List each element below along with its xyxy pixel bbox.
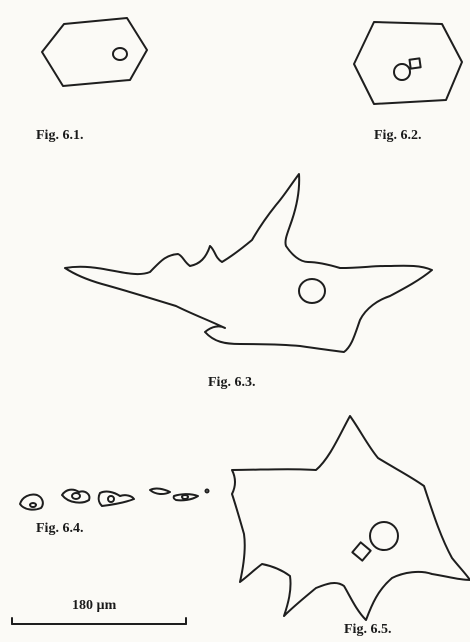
fig-6-1-nucleus xyxy=(113,48,127,60)
fig-6-3-outline xyxy=(65,174,432,352)
fig-6-4-nucleus-3 xyxy=(108,496,114,502)
fig-6-5-cell xyxy=(232,416,470,620)
fig-6-4-cell-3 xyxy=(99,492,134,506)
scale-bar-label: 180 µm xyxy=(72,598,116,614)
fig-6-2-hexagon xyxy=(354,22,462,104)
fig-6-4-cell-4 xyxy=(150,489,170,495)
fig-6-2-cell xyxy=(354,22,462,104)
fig-6-1-cell xyxy=(42,18,147,86)
fig-6-4-caption: Fig. 6.4. xyxy=(36,521,83,537)
fig-6-4-cells xyxy=(20,489,209,510)
fig-6-2-nucleus xyxy=(394,64,410,80)
scale-bar xyxy=(12,618,186,624)
fig-6-5-outline xyxy=(232,416,470,620)
fig-6-2-square xyxy=(409,58,420,68)
fig-6-4-nucleus-2 xyxy=(72,493,80,499)
fig-6-4-nucleus-1 xyxy=(30,503,36,507)
fig-6-2-caption: Fig. 6.2. xyxy=(374,128,421,144)
fig-6-3-caption: Fig. 6.3. xyxy=(208,375,255,391)
fig-6-1-caption: Fig. 6.1. xyxy=(36,128,83,144)
fig-6-4-cell-2 xyxy=(62,490,89,503)
fig-6-4-dot xyxy=(206,490,209,493)
fig-6-3-cell xyxy=(65,174,432,352)
fig-6-4-nucleus-5 xyxy=(182,495,188,499)
fig-6-5-caption: Fig. 6.5. xyxy=(344,622,391,638)
fig-6-1-hexagon xyxy=(42,18,147,86)
fig-6-5-nucleus xyxy=(370,522,398,550)
fig-6-5-square xyxy=(352,542,370,560)
fig-6-3-nucleus xyxy=(299,279,325,303)
